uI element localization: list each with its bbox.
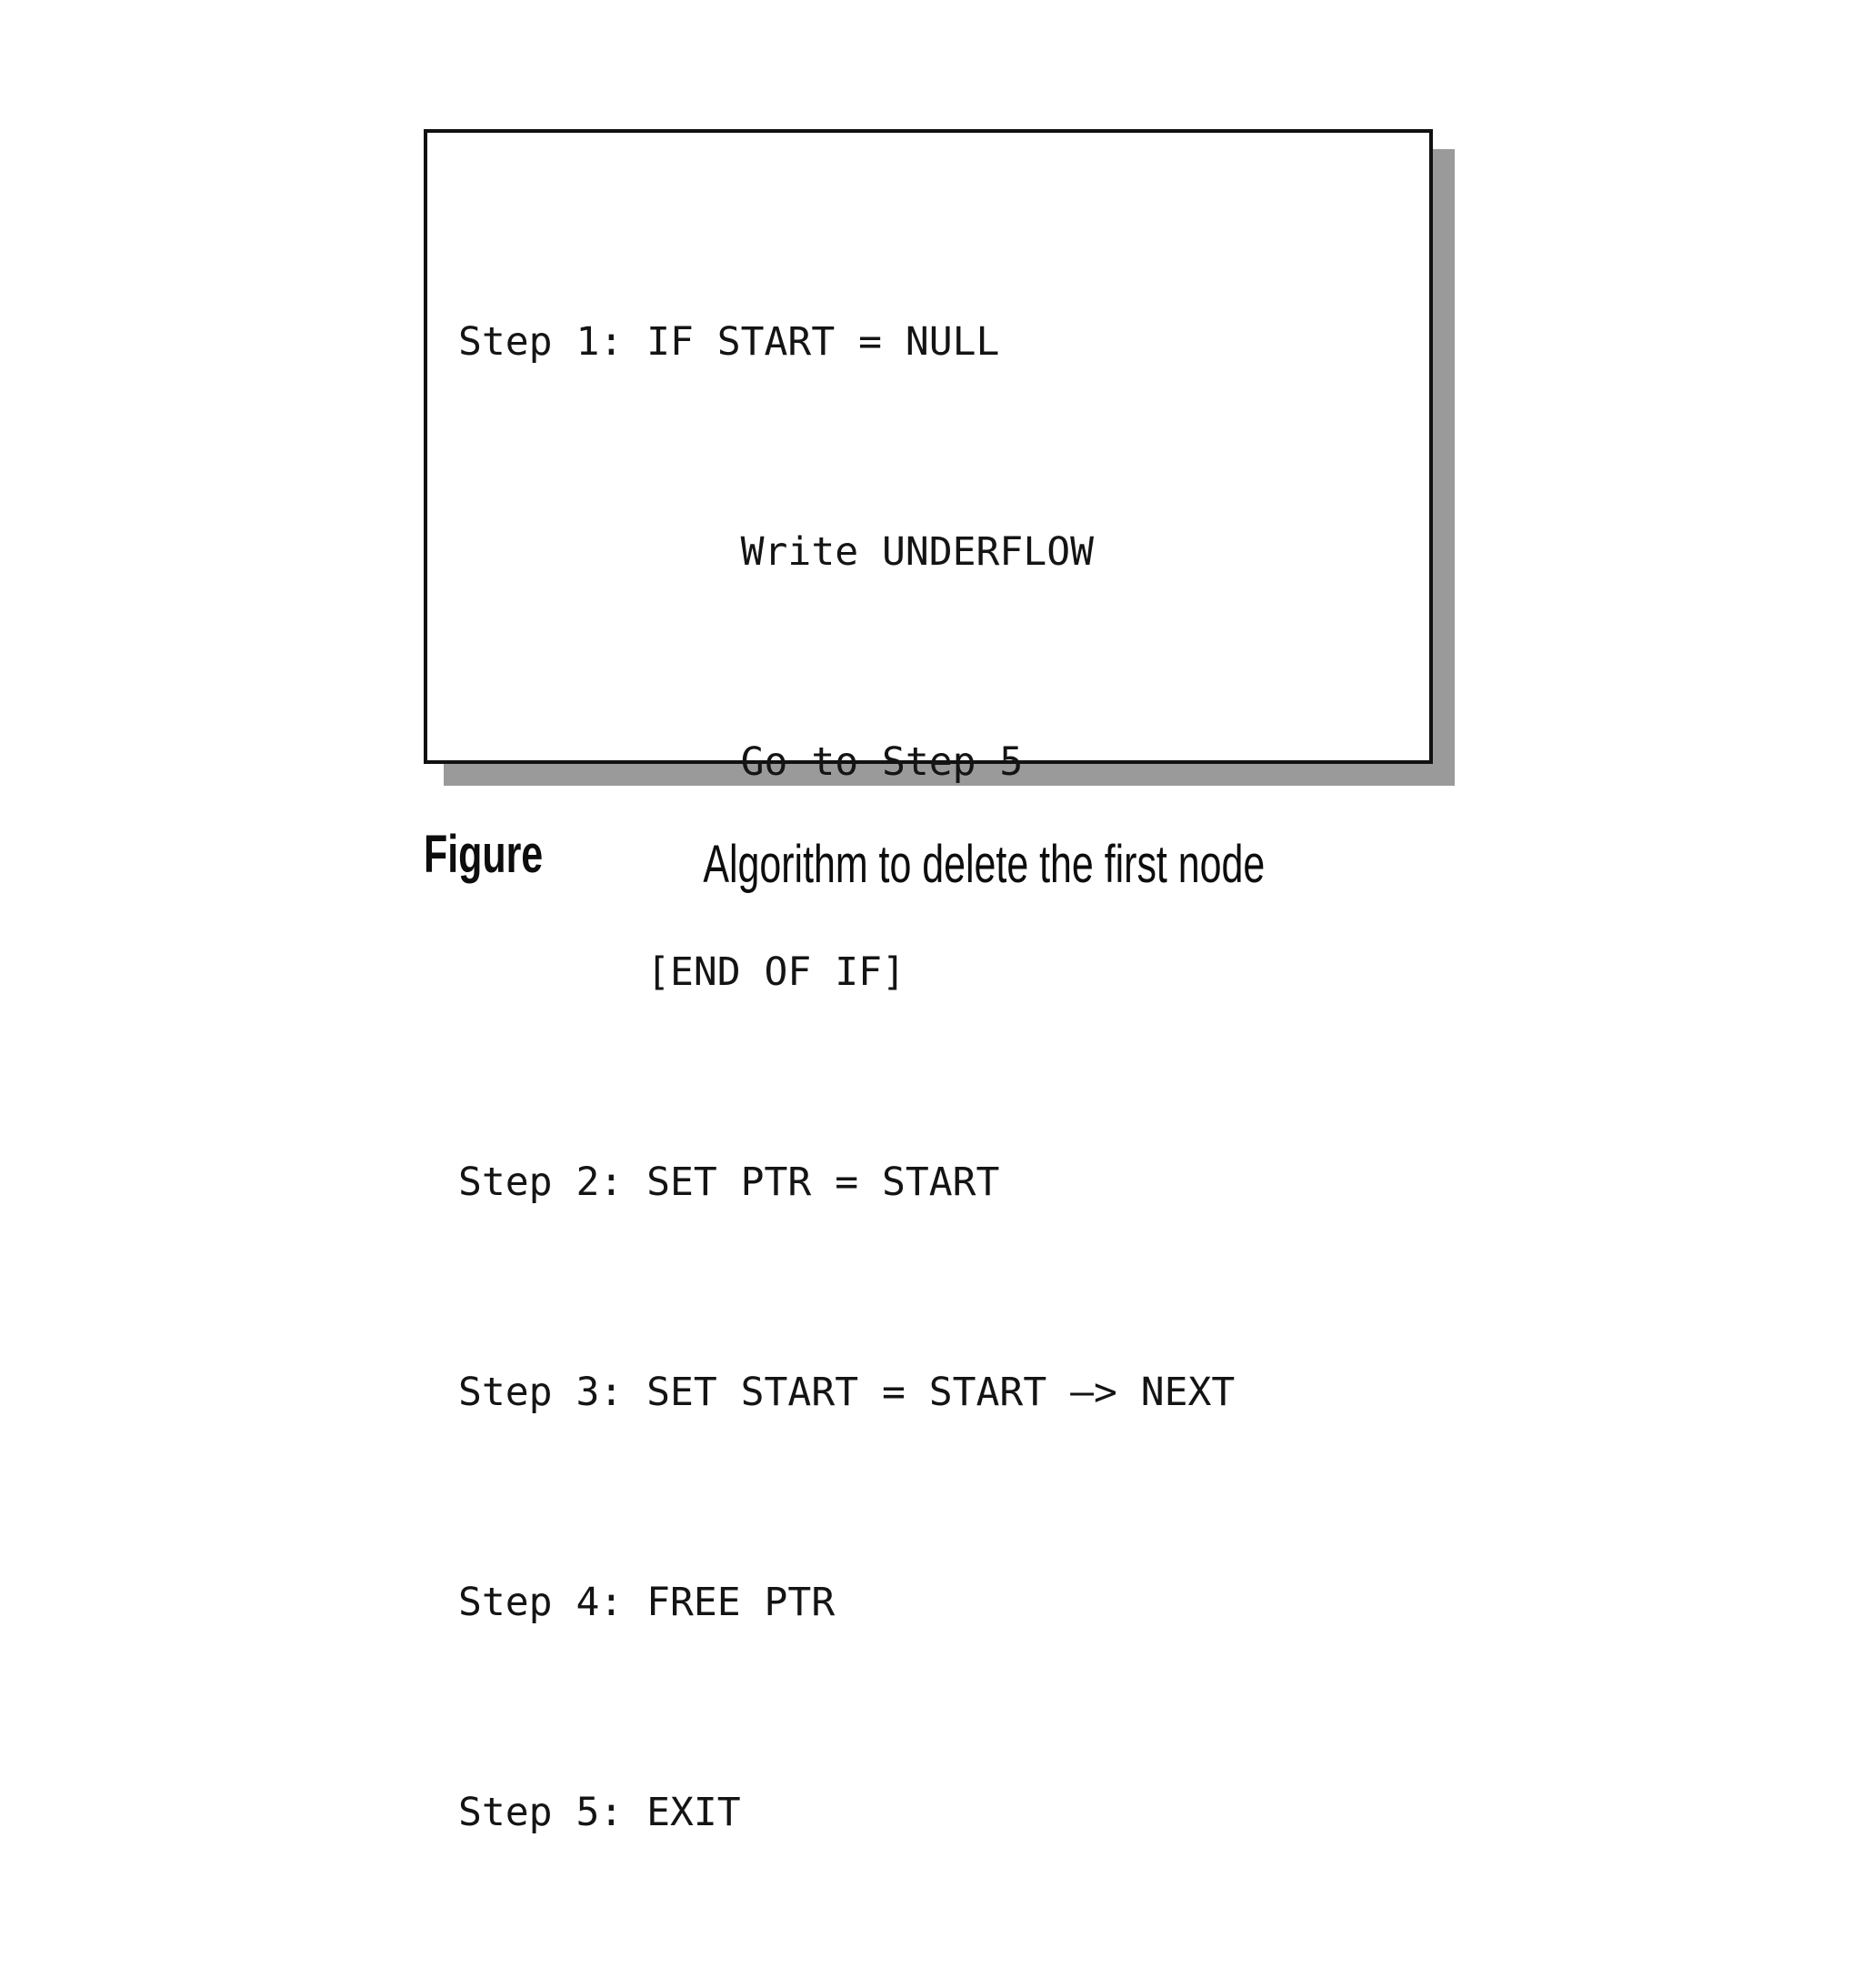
code-line: Write UNDERFLOW — [458, 529, 1094, 575]
figure-caption: Figure Algorithm to delete the first nod… — [424, 823, 1433, 1005]
algorithm-box: Step 1: IF START = NULL Write UNDERFLOW … — [424, 129, 1433, 1835]
figure-stage: Step 1: IF START = NULL Write UNDERFLOW … — [424, 129, 1455, 1835]
code-line: Step 3: SET START = START –> NEXT — [458, 1370, 1236, 1415]
algorithm-code-block: Step 1: IF START = NULL Write UNDERFLOW … — [458, 167, 1235, 1988]
code-line: [END OF IF] — [458, 949, 906, 995]
caption-text: Algorithm to delete the first node — [703, 835, 1266, 894]
code-line: Step 5: EXIT — [458, 1790, 741, 1835]
code-line: Go to Step 5 — [458, 739, 1024, 785]
code-line: Step 2: SET PTR = START — [458, 1160, 1000, 1205]
code-line: Step 1: IF START = NULL — [458, 319, 1000, 365]
caption-label: Figure — [424, 825, 544, 884]
code-line: Step 4: FREE PTR — [458, 1580, 836, 1625]
